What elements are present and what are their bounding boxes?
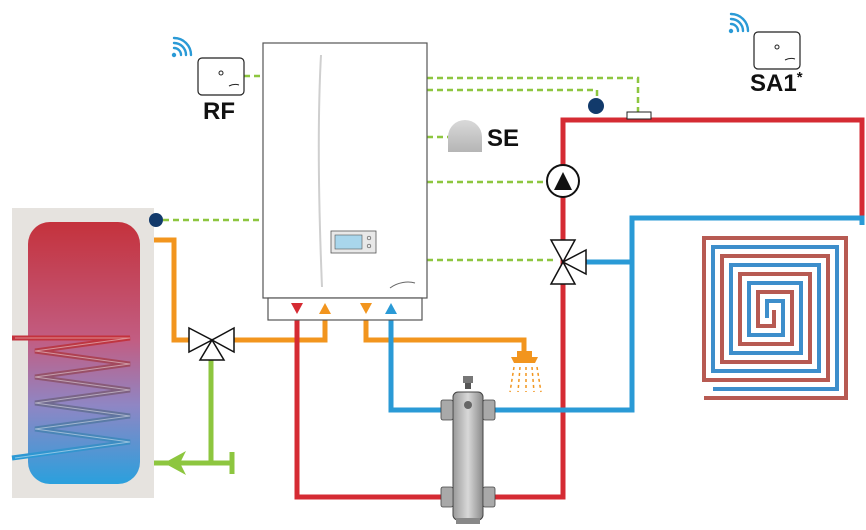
wire-flow-sensor [427, 88, 599, 98]
brand-logo [389, 281, 416, 289]
cold-in-arrow-icon [385, 303, 397, 314]
three-way-valve-icon [188, 326, 235, 361]
flow-arrow-icon [291, 303, 303, 314]
three-way-valve-icon [549, 239, 587, 285]
room-thermostat-icon [753, 31, 801, 70]
hot-water-arrow-icon [360, 303, 372, 314]
underfloor-heating-coil-icon [702, 236, 848, 400]
sa1-footnote-marker: * [796, 69, 803, 86]
pipe-cold-to-separator [388, 316, 447, 413]
hydraulic-separator-icon [440, 376, 496, 524]
shower-head-icon [509, 351, 542, 393]
outdoor-sensor-icon [448, 120, 482, 152]
pipe-secondary-return [487, 215, 865, 413]
tank-coil [11, 335, 131, 461]
sa1-thermostat-label: SA1* [750, 69, 803, 97]
hot-water-cylinder-icon [11, 208, 154, 498]
pipe-boiler-flow [294, 316, 447, 500]
control-wiring [163, 74, 640, 262]
pipe-secondary-flow [487, 117, 865, 500]
outdoor-sensor-label: SE [487, 125, 520, 152]
arrow-left-icon [164, 451, 186, 475]
circulation-pump-icon [546, 164, 580, 198]
wire-sa1 [427, 76, 640, 112]
room-thermostat-icon [197, 57, 245, 96]
pipes [124, 117, 865, 500]
wifi-icon [171, 36, 193, 58]
temperature-sensor-icon [149, 213, 163, 227]
wifi-icon [728, 12, 750, 34]
dhw-out-arrow-icon [319, 303, 331, 314]
rf-thermostat-label: RF [203, 98, 235, 125]
pipe-hot-water-tap [363, 316, 527, 352]
sa1-label-text: SA1 [750, 70, 797, 97]
pipe-dhw-valve-to-tank [148, 237, 189, 343]
sa1-thermostat [728, 12, 801, 70]
temperature-sensor-icon [588, 98, 604, 114]
pipe-dhw-supply [234, 317, 328, 343]
pipe-clamp-sensor [626, 111, 652, 120]
boiler-unit [262, 42, 428, 321]
rf-thermostat [171, 36, 245, 96]
